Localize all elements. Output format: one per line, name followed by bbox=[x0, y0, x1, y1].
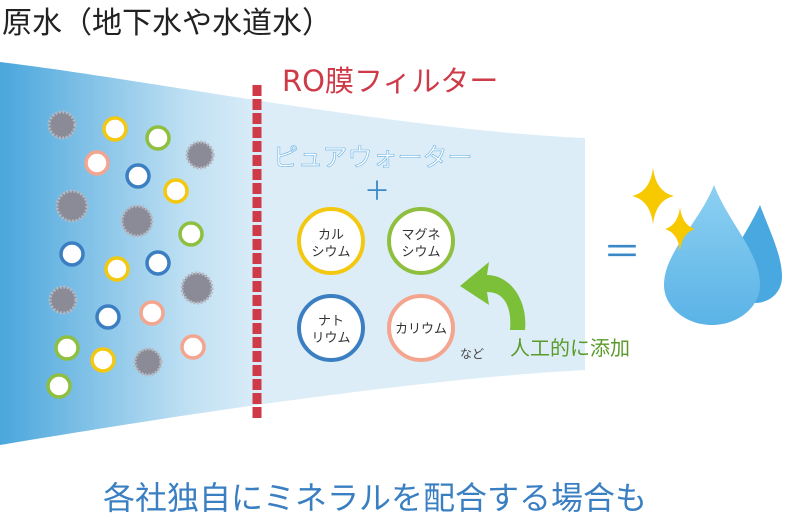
particles bbox=[46, 110, 215, 399]
mineral-particle bbox=[163, 178, 189, 204]
added-arrow-icon bbox=[460, 262, 526, 330]
water-drop-front-icon bbox=[664, 185, 760, 325]
mineral-particle bbox=[95, 304, 121, 330]
mineral-particle bbox=[59, 241, 85, 267]
mineral-sodium-line2: リウム bbox=[311, 331, 350, 346]
mineral-particle bbox=[84, 150, 110, 176]
mineral-particle bbox=[125, 163, 151, 189]
mineral-particle bbox=[104, 256, 130, 282]
impurity-particle bbox=[185, 140, 215, 170]
sparkle-large-icon bbox=[632, 168, 674, 224]
bottom-caption: 各社独自にミネラルを配合する場合も bbox=[103, 479, 647, 517]
water-flow bbox=[0, 62, 585, 445]
mineral-magnesium-line2: シウム bbox=[401, 245, 440, 260]
mineral-calcium: カル シウム bbox=[297, 207, 365, 275]
plus-sign: ＋ bbox=[364, 177, 390, 207]
mineral-particle bbox=[90, 347, 116, 373]
impurity-particle bbox=[48, 285, 78, 315]
impurity-particle bbox=[120, 204, 154, 238]
mineral-particle bbox=[145, 250, 171, 276]
mineral-particle bbox=[178, 221, 204, 247]
equals-sign: ＝ bbox=[603, 230, 641, 274]
mineral-potassium-line1: カリウム bbox=[395, 322, 447, 337]
mineral-sodium-line1: ナト bbox=[318, 314, 344, 329]
mineral-particle bbox=[180, 334, 206, 360]
filter-label: RO膜フィルター bbox=[282, 64, 498, 98]
mineral-sodium: ナト リウム bbox=[297, 294, 365, 362]
source-water-title: 原水（地下水や水道水） bbox=[2, 6, 332, 41]
mineral-magnesium: マグネ シウム bbox=[387, 207, 455, 275]
sparkle-small-icon bbox=[665, 207, 695, 251]
mineral-magnesium-line1: マグネ bbox=[401, 228, 440, 243]
mineral-particle bbox=[145, 125, 171, 151]
added-label: 人工的に添加 bbox=[510, 336, 630, 360]
etc-label: など bbox=[460, 347, 484, 361]
impurity-particle bbox=[55, 189, 89, 223]
mineral-particle bbox=[54, 335, 80, 361]
pure-water-label: ピュアウォーター bbox=[273, 143, 473, 172]
mineral-particle bbox=[139, 300, 165, 326]
mineral-particle bbox=[46, 373, 72, 399]
mineral-calcium-line2: シウム bbox=[311, 245, 350, 260]
impurity-particle bbox=[180, 271, 214, 305]
mineral-particle bbox=[102, 116, 128, 142]
mineral-calcium-line1: カル bbox=[318, 228, 344, 243]
impurity-particle bbox=[133, 347, 163, 377]
impurity-particle bbox=[47, 110, 77, 140]
mineral-potassium: カリウム bbox=[387, 294, 455, 362]
